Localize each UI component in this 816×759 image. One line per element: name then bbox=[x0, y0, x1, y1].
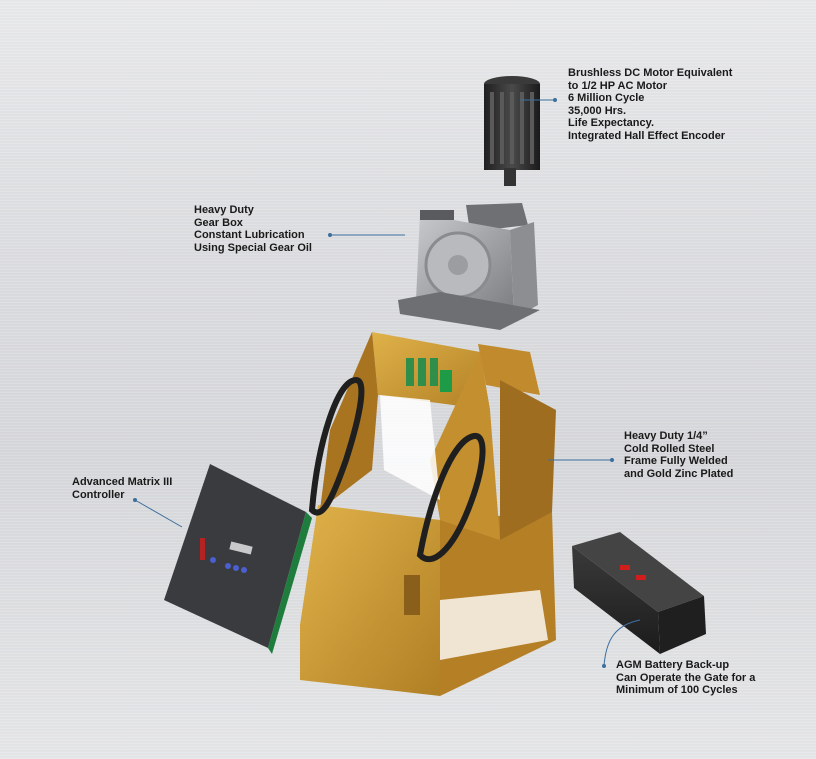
frame-callout-line: and Gold Zinc Plated bbox=[624, 467, 734, 480]
controller-callout-line: Controller bbox=[72, 488, 125, 501]
frame-callout-line: Heavy Duty 1/4” bbox=[624, 430, 708, 442]
steel-frame-illustration bbox=[300, 332, 556, 696]
motor-callout-line: 35,000 Hrs. bbox=[568, 104, 627, 117]
controller-board-illustration bbox=[164, 464, 312, 654]
motor-callout-line: to 1/2 HP AC Motor bbox=[568, 79, 668, 92]
gearbox-illustration bbox=[398, 203, 540, 330]
motor-callout: Brushless DC Motor Equivalent to 1/2 HP … bbox=[568, 67, 732, 143]
controller-callout: Advanced Matrix III Controller bbox=[72, 476, 172, 501]
controller-callout-line: Advanced Matrix III bbox=[72, 476, 173, 488]
frame-callout: Heavy Duty 1/4” Cold Rolled Steel Frame … bbox=[624, 430, 733, 480]
battery-callout-line: Can Operate the Gate for a bbox=[616, 671, 756, 684]
gearbox-callout-line: Constant Lubrication bbox=[194, 229, 305, 242]
agm-battery-illustration bbox=[572, 532, 706, 654]
motor-callout-line: Integrated Hall Effect Encoder bbox=[568, 129, 726, 142]
brushless-motor-illustration bbox=[484, 76, 540, 186]
leader-lines bbox=[133, 98, 641, 668]
gearbox-callout-line: Using Special Gear Oil bbox=[194, 241, 312, 254]
motor-callout-line: Brushless DC Motor Equivalent bbox=[568, 67, 733, 79]
gearbox-callout: Heavy Duty Gear Box Constant Lubrication… bbox=[194, 204, 312, 254]
battery-callout: AGM Battery Back-up Can Operate the Gate… bbox=[616, 659, 755, 697]
gearbox-callout-line: Gear Box bbox=[194, 216, 243, 229]
frame-callout-line: Cold Rolled Steel bbox=[624, 442, 715, 455]
gearbox-callout-line: Heavy Duty bbox=[194, 204, 254, 216]
battery-callout-line: Minimum of 100 Cycles bbox=[616, 684, 738, 697]
frame-callout-line: Frame Fully Welded bbox=[624, 455, 728, 468]
motor-callout-line: 6 Million Cycle bbox=[568, 92, 645, 105]
motor-callout-line: Life Expectancy. bbox=[568, 117, 654, 130]
battery-callout-line: AGM Battery Back-up bbox=[616, 659, 730, 671]
